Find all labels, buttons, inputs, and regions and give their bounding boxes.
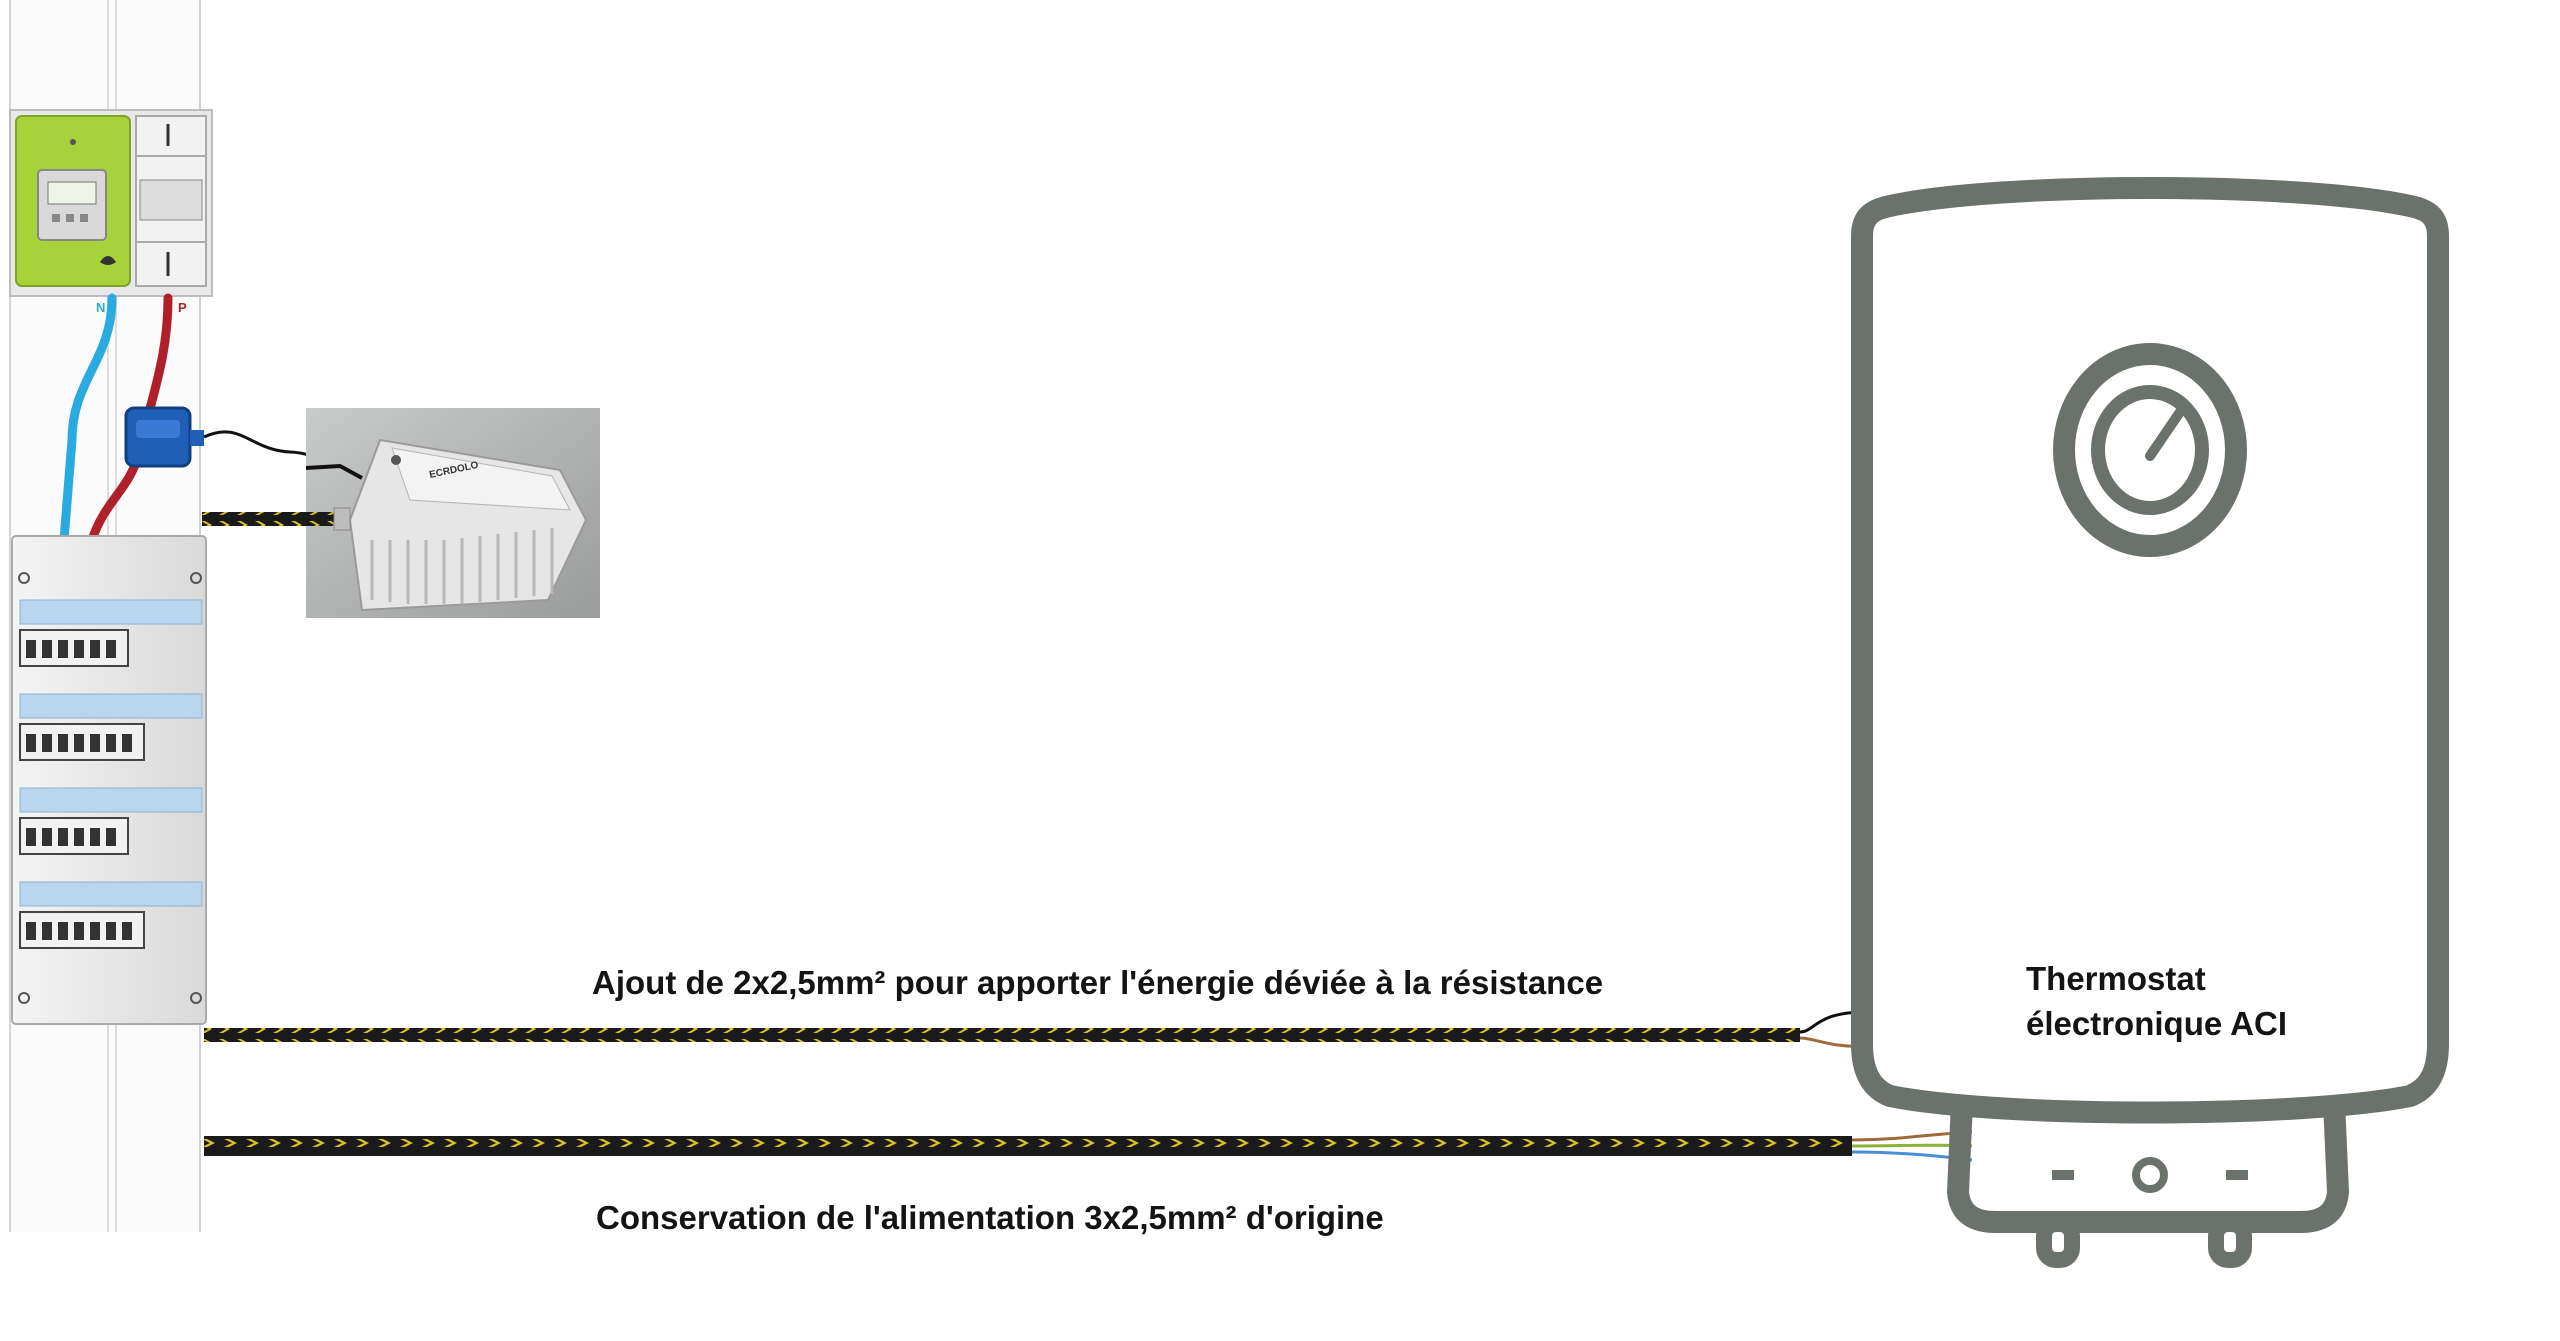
original-cable-label: Conservation de l'alimentation 3x2,5mm² … xyxy=(596,1199,1384,1236)
water-heater xyxy=(1851,177,2449,1268)
thermostat-label-line2: électronique ACI xyxy=(2026,1005,2287,1042)
linky-meter: N P xyxy=(9,109,213,315)
breaker-row xyxy=(19,599,203,667)
original-cable xyxy=(204,1136,1852,1156)
neutral-wire xyxy=(59,293,117,545)
added-cable xyxy=(204,1028,1800,1042)
gauge-icon xyxy=(2053,343,2247,557)
neutral-label: N xyxy=(96,300,105,315)
router-cable xyxy=(202,512,336,526)
thermostat-label-line1: Thermostat xyxy=(2026,960,2206,997)
current-clamp-icon xyxy=(124,406,361,472)
phase-label: P xyxy=(178,300,187,315)
breaker-row xyxy=(19,787,203,855)
added-cable-label: Ajout de 2x2,5mm² pour apporter l'énergi… xyxy=(592,964,1604,1001)
breaker-row xyxy=(19,693,203,761)
distribution-board xyxy=(11,535,207,1025)
router-box-photo: ECRDOLO xyxy=(305,408,600,618)
breaker-row xyxy=(19,881,203,949)
thermostat-label: Thermostat électronique ACI xyxy=(2026,956,2287,1046)
